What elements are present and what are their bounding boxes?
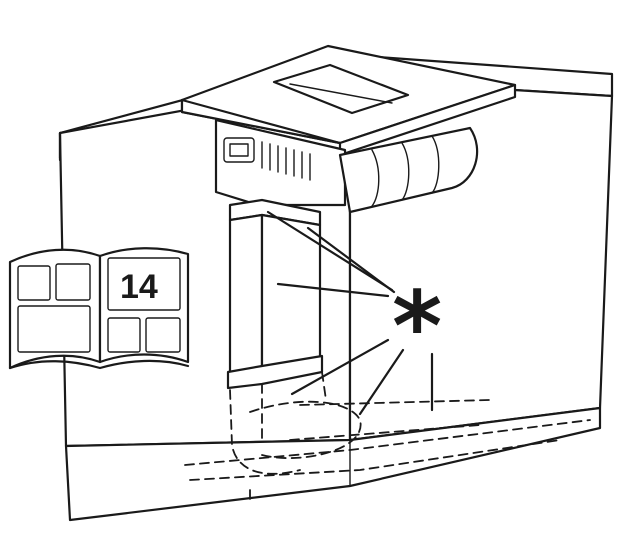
plinth-ducting xyxy=(184,371,591,501)
asterisk-icon: * xyxy=(392,271,442,383)
callout-lines xyxy=(266,210,434,416)
extractor-housing xyxy=(214,118,479,214)
manual-page-number: 14 xyxy=(120,268,158,306)
hob xyxy=(180,44,517,157)
motor-box xyxy=(214,118,347,207)
duct-front xyxy=(228,213,264,377)
book-left-page xyxy=(8,248,102,370)
open-book-icon: 14 xyxy=(8,247,190,370)
hob-edge xyxy=(180,83,517,157)
vent-grille xyxy=(261,141,311,181)
book-right-page xyxy=(98,247,190,364)
extractor-vent xyxy=(272,63,410,115)
